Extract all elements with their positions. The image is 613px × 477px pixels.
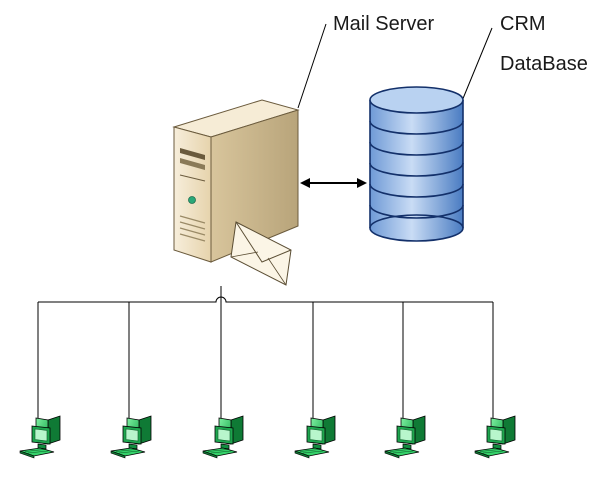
computer-workstation-icon — [474, 415, 516, 459]
computer-workstation-icon — [294, 415, 336, 459]
database-label: DataBase — [500, 53, 588, 75]
computer-workstation-icon — [19, 415, 61, 459]
database-cylinder-icon — [369, 86, 464, 242]
crm-label: CRM — [500, 13, 546, 35]
envelope-icon — [230, 221, 292, 286]
computer-workstation-icon — [202, 415, 244, 459]
network-bus — [37, 286, 494, 418]
mail-server-label: Mail Server — [333, 13, 434, 35]
server-tower-icon — [172, 99, 300, 263]
computer-workstation-icon — [384, 415, 426, 459]
mail-server-leader-line — [297, 23, 327, 109]
computer-workstation-icon — [110, 415, 152, 459]
